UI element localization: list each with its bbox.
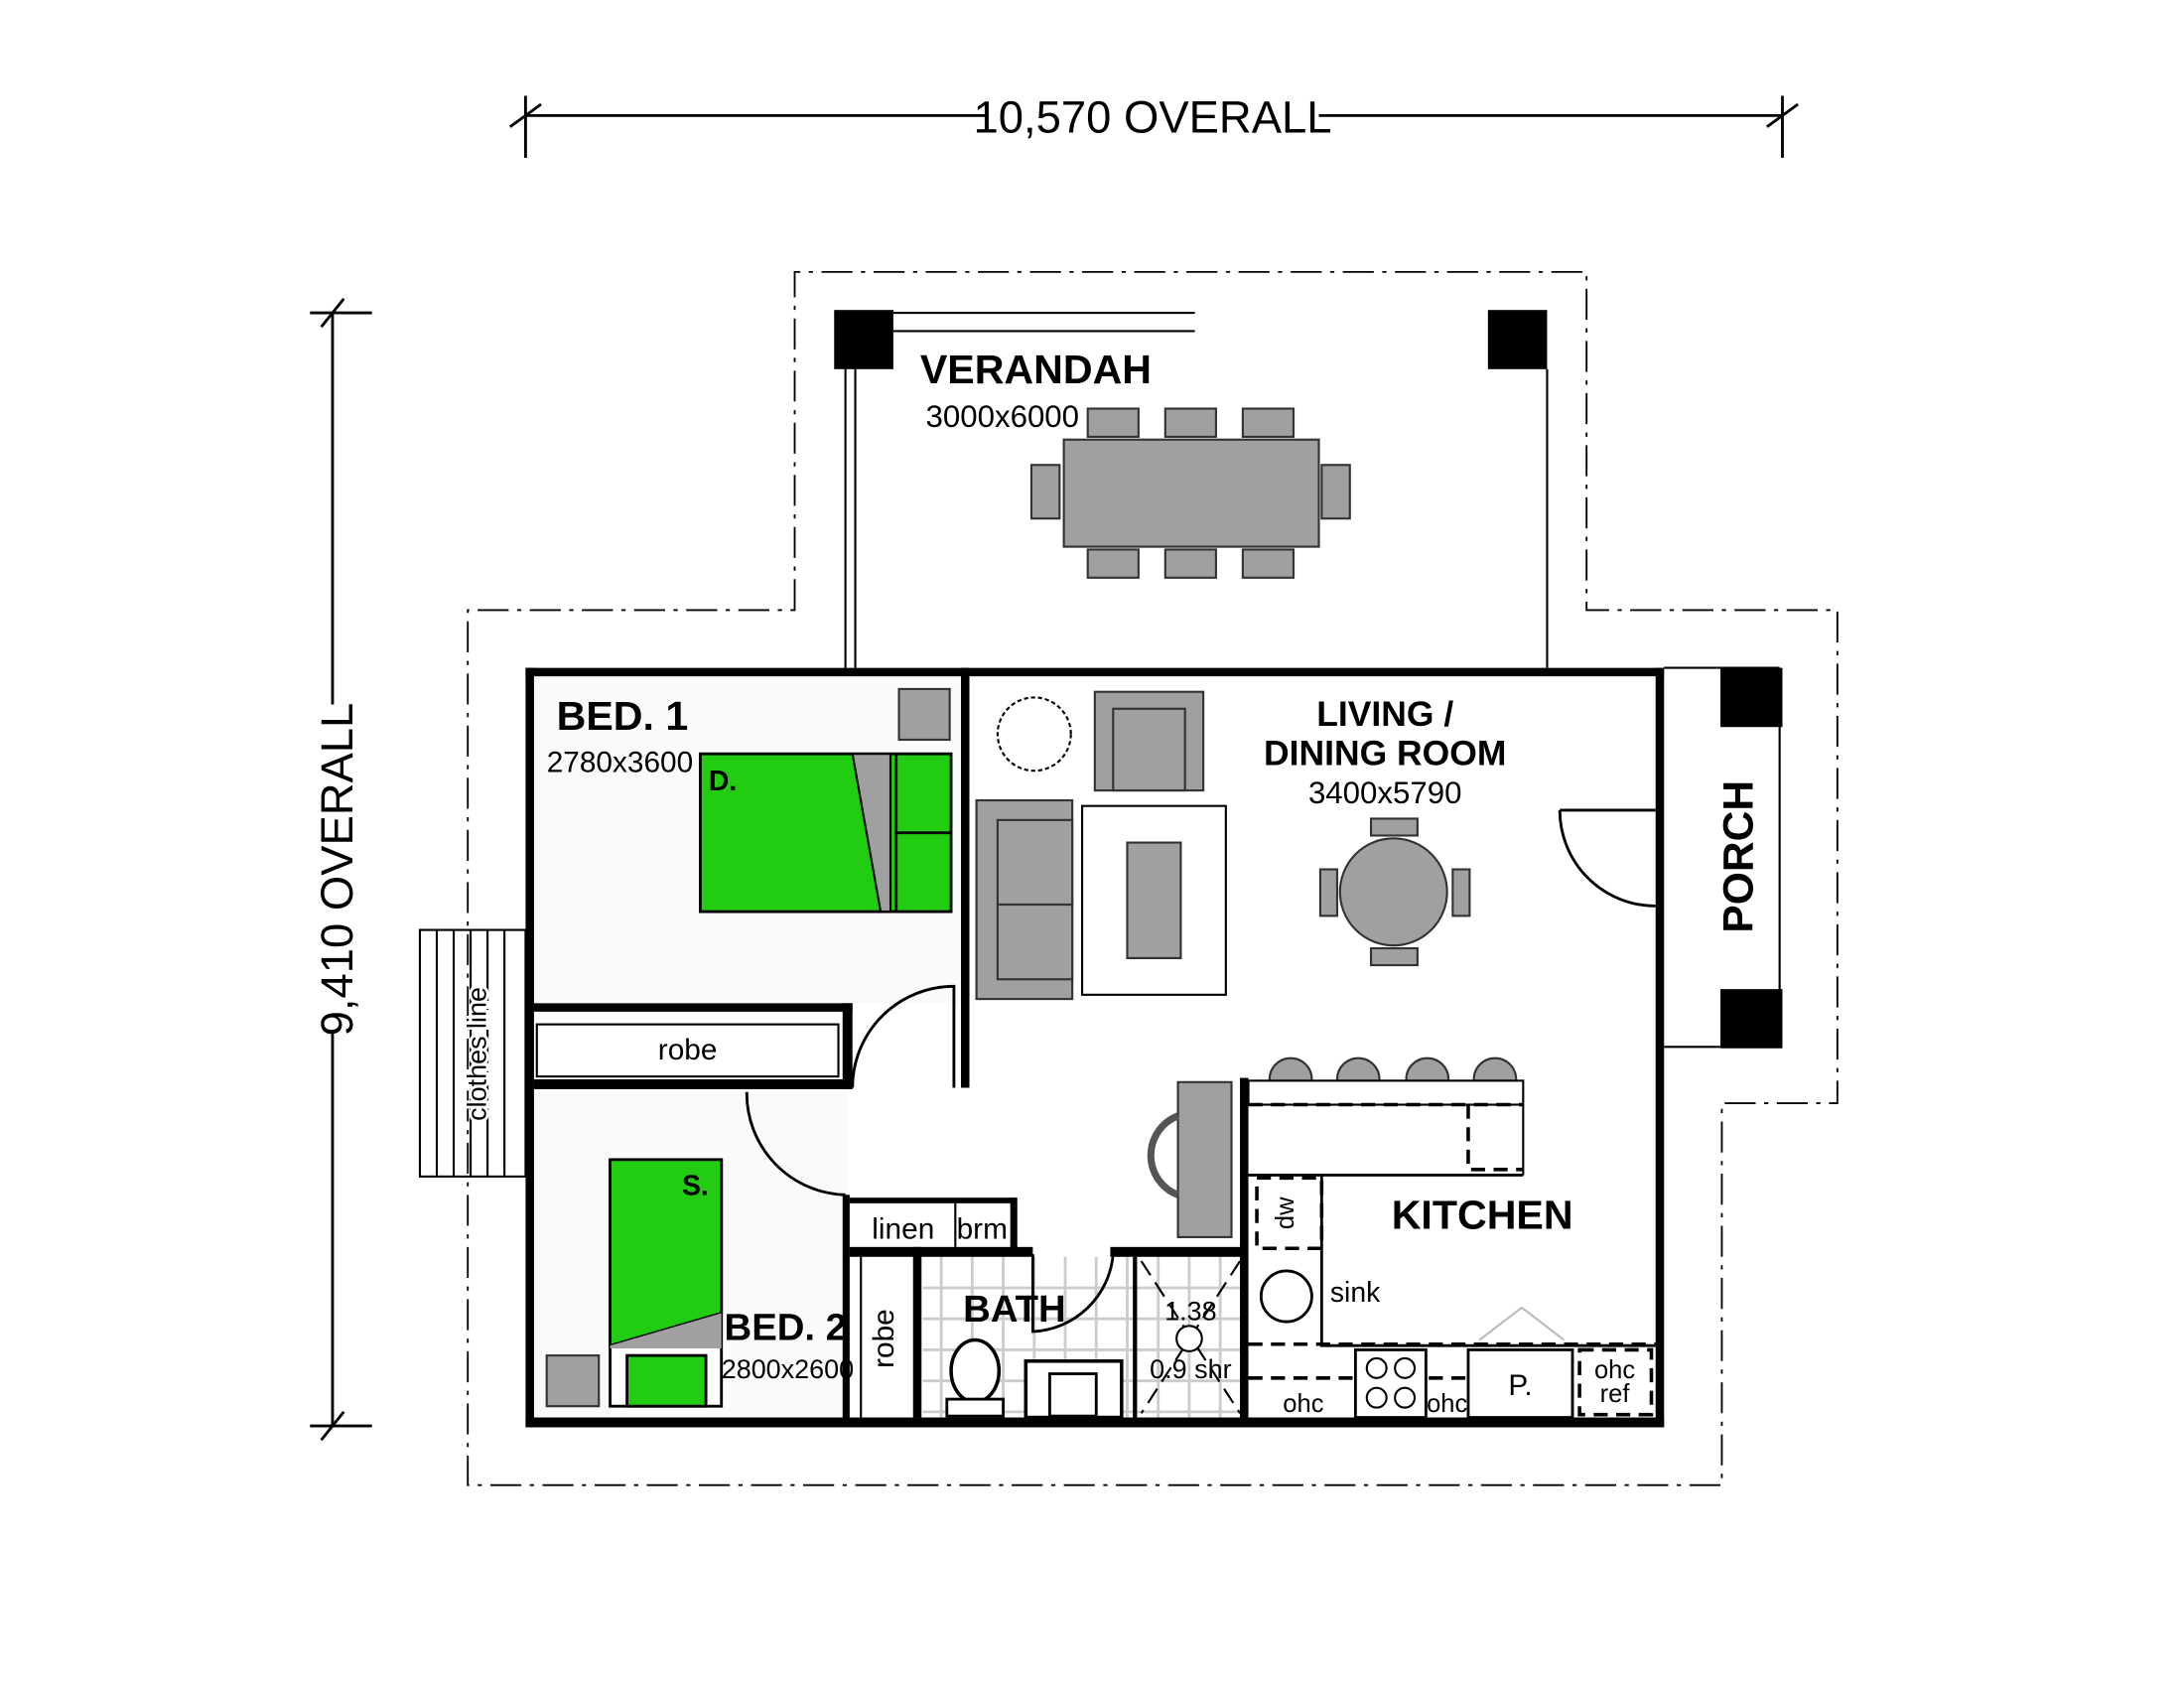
verandah: VERANDAH 3000x6000 bbox=[834, 310, 1549, 668]
robe2-label: robe bbox=[868, 1309, 900, 1368]
verandah-label: VERANDAH bbox=[920, 347, 1152, 392]
living-label-2: DINING ROOM bbox=[1264, 734, 1506, 774]
post bbox=[1487, 310, 1548, 369]
kitchen: dw sink KITCHEN ohc ohc P. ohc ref bbox=[1247, 1056, 1656, 1419]
cooktop bbox=[1354, 1348, 1428, 1419]
clothes-line: clothes line bbox=[418, 928, 527, 1178]
living-label-1: LIVING / bbox=[1316, 694, 1453, 734]
bathroom: BATH 1.38 0.9 shr bbox=[945, 1260, 1241, 1420]
sink-label: sink bbox=[1330, 1277, 1381, 1309]
bed1: D. BED. 1 2780x3600 robe bbox=[535, 687, 953, 1078]
walls bbox=[525, 667, 1665, 1428]
ohc-ref-label-1: ohc bbox=[1594, 1356, 1635, 1384]
shower-dim-2: 0.9 shr bbox=[1150, 1354, 1231, 1384]
bed2-size: 2800x2600 bbox=[722, 1354, 854, 1384]
bed2: S. BED. 2 2800x2600 robe bbox=[545, 1158, 900, 1418]
width-label: 10,570 OVERALL bbox=[974, 91, 1332, 142]
ohc-ref-label-2: ref bbox=[1600, 1380, 1631, 1408]
bedside-table bbox=[545, 1354, 601, 1408]
post bbox=[834, 310, 893, 369]
bed1-size: 2780x3600 bbox=[547, 747, 694, 779]
linen-label: linen bbox=[872, 1212, 934, 1245]
living-dining: LIVING / DINING ROOM 3400x5790 bbox=[975, 690, 1506, 1238]
porch-label: PORCH bbox=[1715, 780, 1763, 933]
porch: PORCH bbox=[1664, 666, 1783, 1049]
kitchen-label: KITCHEN bbox=[1392, 1192, 1573, 1237]
bed2-bed-label: S. bbox=[682, 1170, 709, 1201]
verandah-size: 3000x6000 bbox=[926, 399, 1080, 434]
ohc-label-2: ohc bbox=[1427, 1390, 1467, 1418]
depth-dimension: 9,410 OVERALL bbox=[310, 297, 372, 1442]
sink-bowl bbox=[1259, 1269, 1313, 1324]
coffee-table bbox=[1126, 841, 1182, 960]
chairs bbox=[1029, 407, 1351, 579]
clothes-line-label: clothes line bbox=[463, 987, 492, 1121]
fridge-space bbox=[1577, 1347, 1654, 1417]
site-outline bbox=[467, 270, 1839, 1486]
dining-table bbox=[1062, 438, 1320, 548]
toilet bbox=[949, 1337, 1002, 1404]
ohc-label-1: ohc bbox=[1283, 1390, 1323, 1418]
plant bbox=[996, 696, 1072, 773]
living-size: 3400x5790 bbox=[1308, 775, 1462, 810]
doors bbox=[745, 808, 1656, 1341]
desk bbox=[1176, 1080, 1233, 1238]
bed1-bed-label: D. bbox=[709, 766, 737, 797]
depth-label: 9,410 OVERALL bbox=[312, 703, 362, 1037]
robe1-label: robe bbox=[658, 1034, 718, 1066]
dw-label: dw bbox=[1272, 1196, 1299, 1229]
round-table bbox=[1338, 837, 1448, 947]
brm-label: brm bbox=[957, 1212, 1008, 1245]
bed2-label: BED. 2 bbox=[725, 1307, 847, 1349]
bedside-table bbox=[897, 687, 951, 742]
shower-dim-1: 1.38 bbox=[1164, 1297, 1216, 1327]
pantry-label: P. bbox=[1508, 1369, 1532, 1402]
bath-label: BATH bbox=[963, 1288, 1066, 1331]
pantry bbox=[1466, 1348, 1574, 1419]
width-dimension: 10,570 OVERALL bbox=[508, 91, 1799, 158]
bed1-label: BED. 1 bbox=[557, 693, 689, 739]
